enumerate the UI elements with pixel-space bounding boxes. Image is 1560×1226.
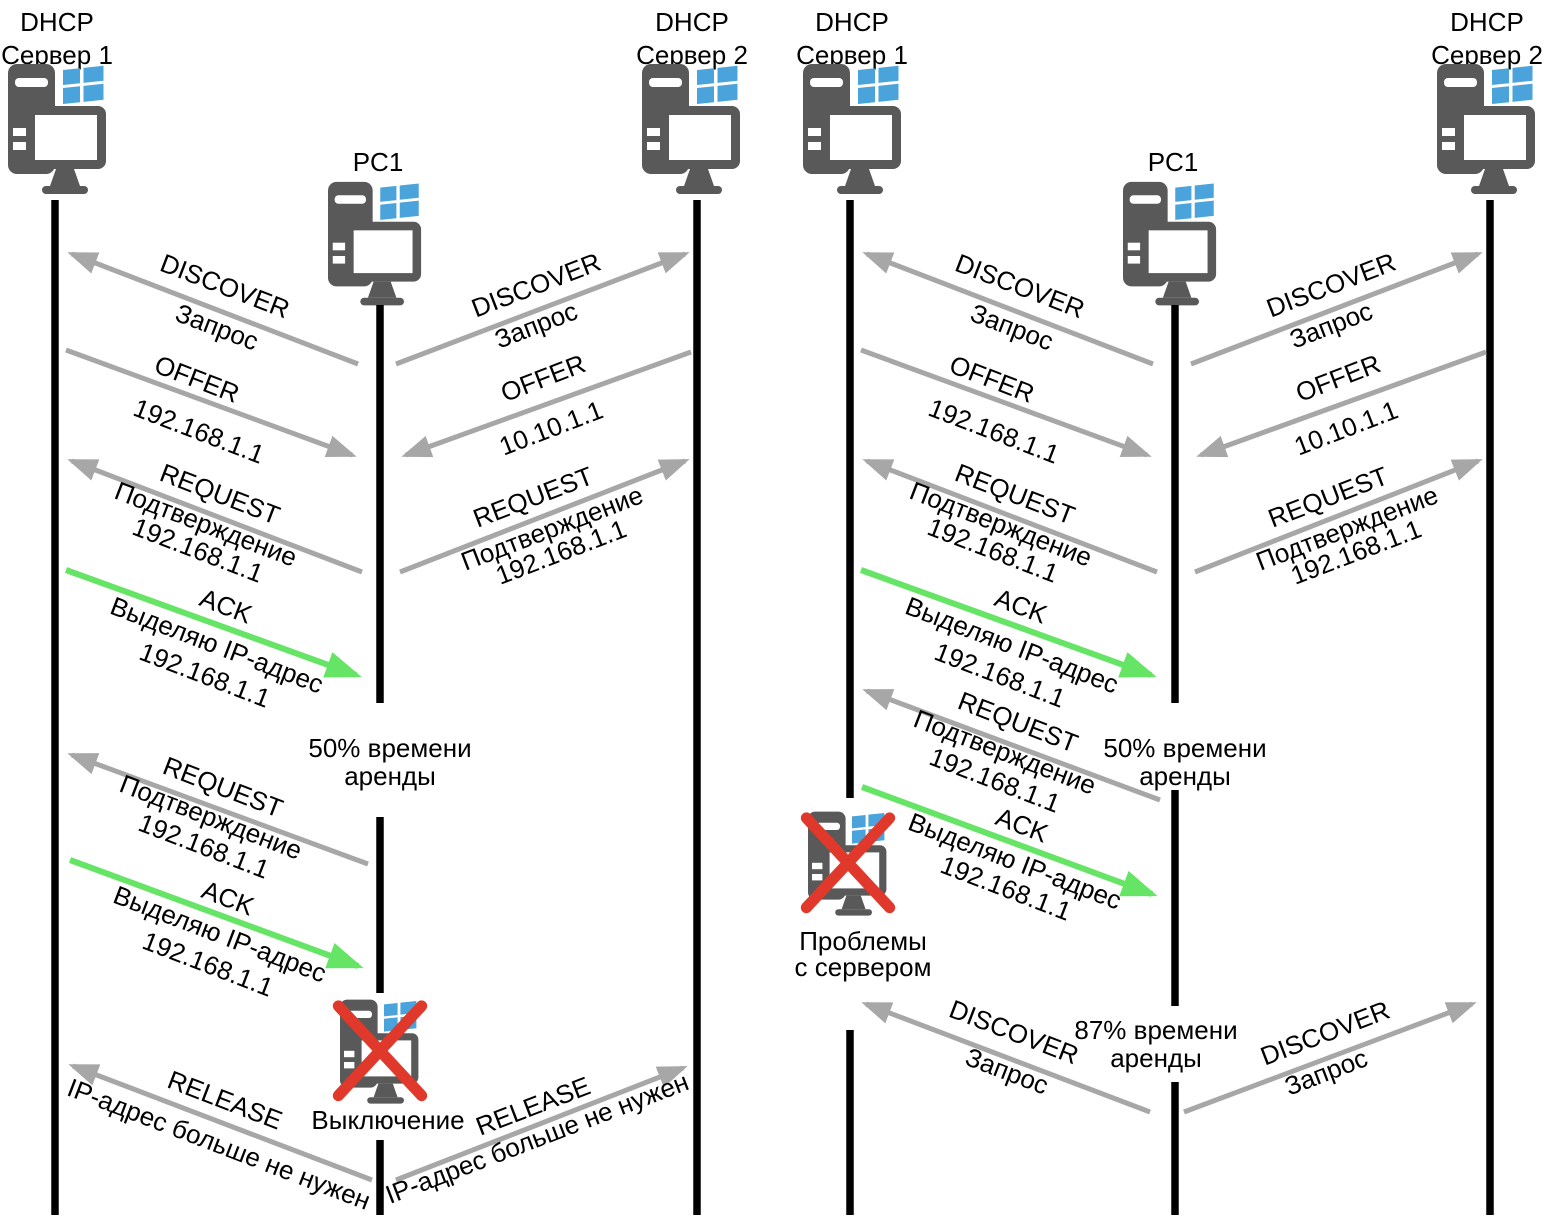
right-arrow-request-renew (862, 688, 1161, 803)
left-server1-icon (8, 64, 106, 194)
right-server1-dead-icon (800, 811, 896, 916)
left-diagram: DHCP Сервер 1 PC1 DHCP Сервер 2 DISCOVER… (1, 7, 748, 1216)
left-arrow-offer-from-server2 (401, 349, 692, 458)
right-lease50-note-line1: 50% времени (1103, 733, 1266, 763)
right-lease87-note-line1: 87% времени (1074, 1015, 1237, 1045)
right-arrow-discover-retry-to-server2 (1183, 1001, 1477, 1115)
right-server1-icon (803, 64, 901, 194)
left-arrow-ack-renew (68, 857, 364, 969)
right-server-problem-line2: с сервером (795, 952, 932, 982)
right-lease50-note-line2: аренды (1139, 761, 1231, 791)
left-offer1-sublabel: 192.168.1.1 (130, 392, 269, 469)
right-arrow-discover-retry-to-server1 (861, 1001, 1151, 1115)
right-arrow-discover-to-server1 (862, 251, 1154, 367)
right-arrow-ack-renew (860, 784, 1158, 897)
left-lease50-note-line1: 50% времени (308, 733, 471, 763)
left-pc1-dead-icon (332, 999, 428, 1104)
left-pc1-title: PC1 (353, 147, 404, 177)
left-offer2-label: OFFER (496, 348, 589, 408)
right-offer1-sublabel: 192.168.1.1 (925, 392, 1064, 469)
left-pc1-icon (328, 181, 422, 306)
right-server2-title: DHCP (1450, 7, 1524, 37)
left-arrow-discover-to-server1 (67, 251, 359, 367)
left-arrow-offer-from-server1 (65, 347, 357, 458)
right-server2-icon (1437, 64, 1535, 194)
left-arrow-request-renew (67, 752, 369, 867)
right-arrow-ack-to-pc1 (859, 567, 1157, 678)
left-server1-title: DHCP (20, 7, 94, 37)
right-arrow-discover-to-server2 (1190, 251, 1483, 367)
right-pc1-icon (1123, 181, 1217, 306)
left-arrow-request-to-server2 (399, 458, 690, 575)
right-diagram: DHCP Сервер 1 PC1 DHCP Сервер 2 DISCOVER… (795, 7, 1543, 1215)
right-server-problem-line1: Проблемы (799, 926, 927, 956)
left-arrow-discover-to-server2 (395, 251, 690, 367)
left-arrow-ack-to-pc1 (64, 567, 362, 678)
right-arrow-offer-from-server1 (860, 347, 1152, 458)
left-server2-icon (642, 64, 740, 194)
right-server1-title: DHCP (815, 7, 889, 37)
left-server2-title: DHCP (655, 7, 729, 37)
right-offer2-label: OFFER (1291, 348, 1384, 408)
right-arrow-request-to-server2 (1194, 458, 1483, 575)
right-arrow-offer-from-server2 (1196, 349, 1487, 458)
left-shutdown-label: Выключение (311, 1105, 464, 1135)
right-arrow-request-to-server1 (862, 458, 1158, 575)
left-arrow-release-to-server2 (395, 1065, 688, 1183)
right-lease87-note-line2: аренды (1110, 1043, 1202, 1073)
left-arrow-request-to-server1 (67, 458, 363, 575)
left-lease50-note-line2: аренды (344, 761, 436, 791)
failure-cross-icon (332, 1000, 428, 1102)
right-pc1-title: PC1 (1148, 147, 1199, 177)
left-arrow-release-to-server1 (68, 1063, 373, 1183)
failure-cross-icon (800, 812, 896, 914)
